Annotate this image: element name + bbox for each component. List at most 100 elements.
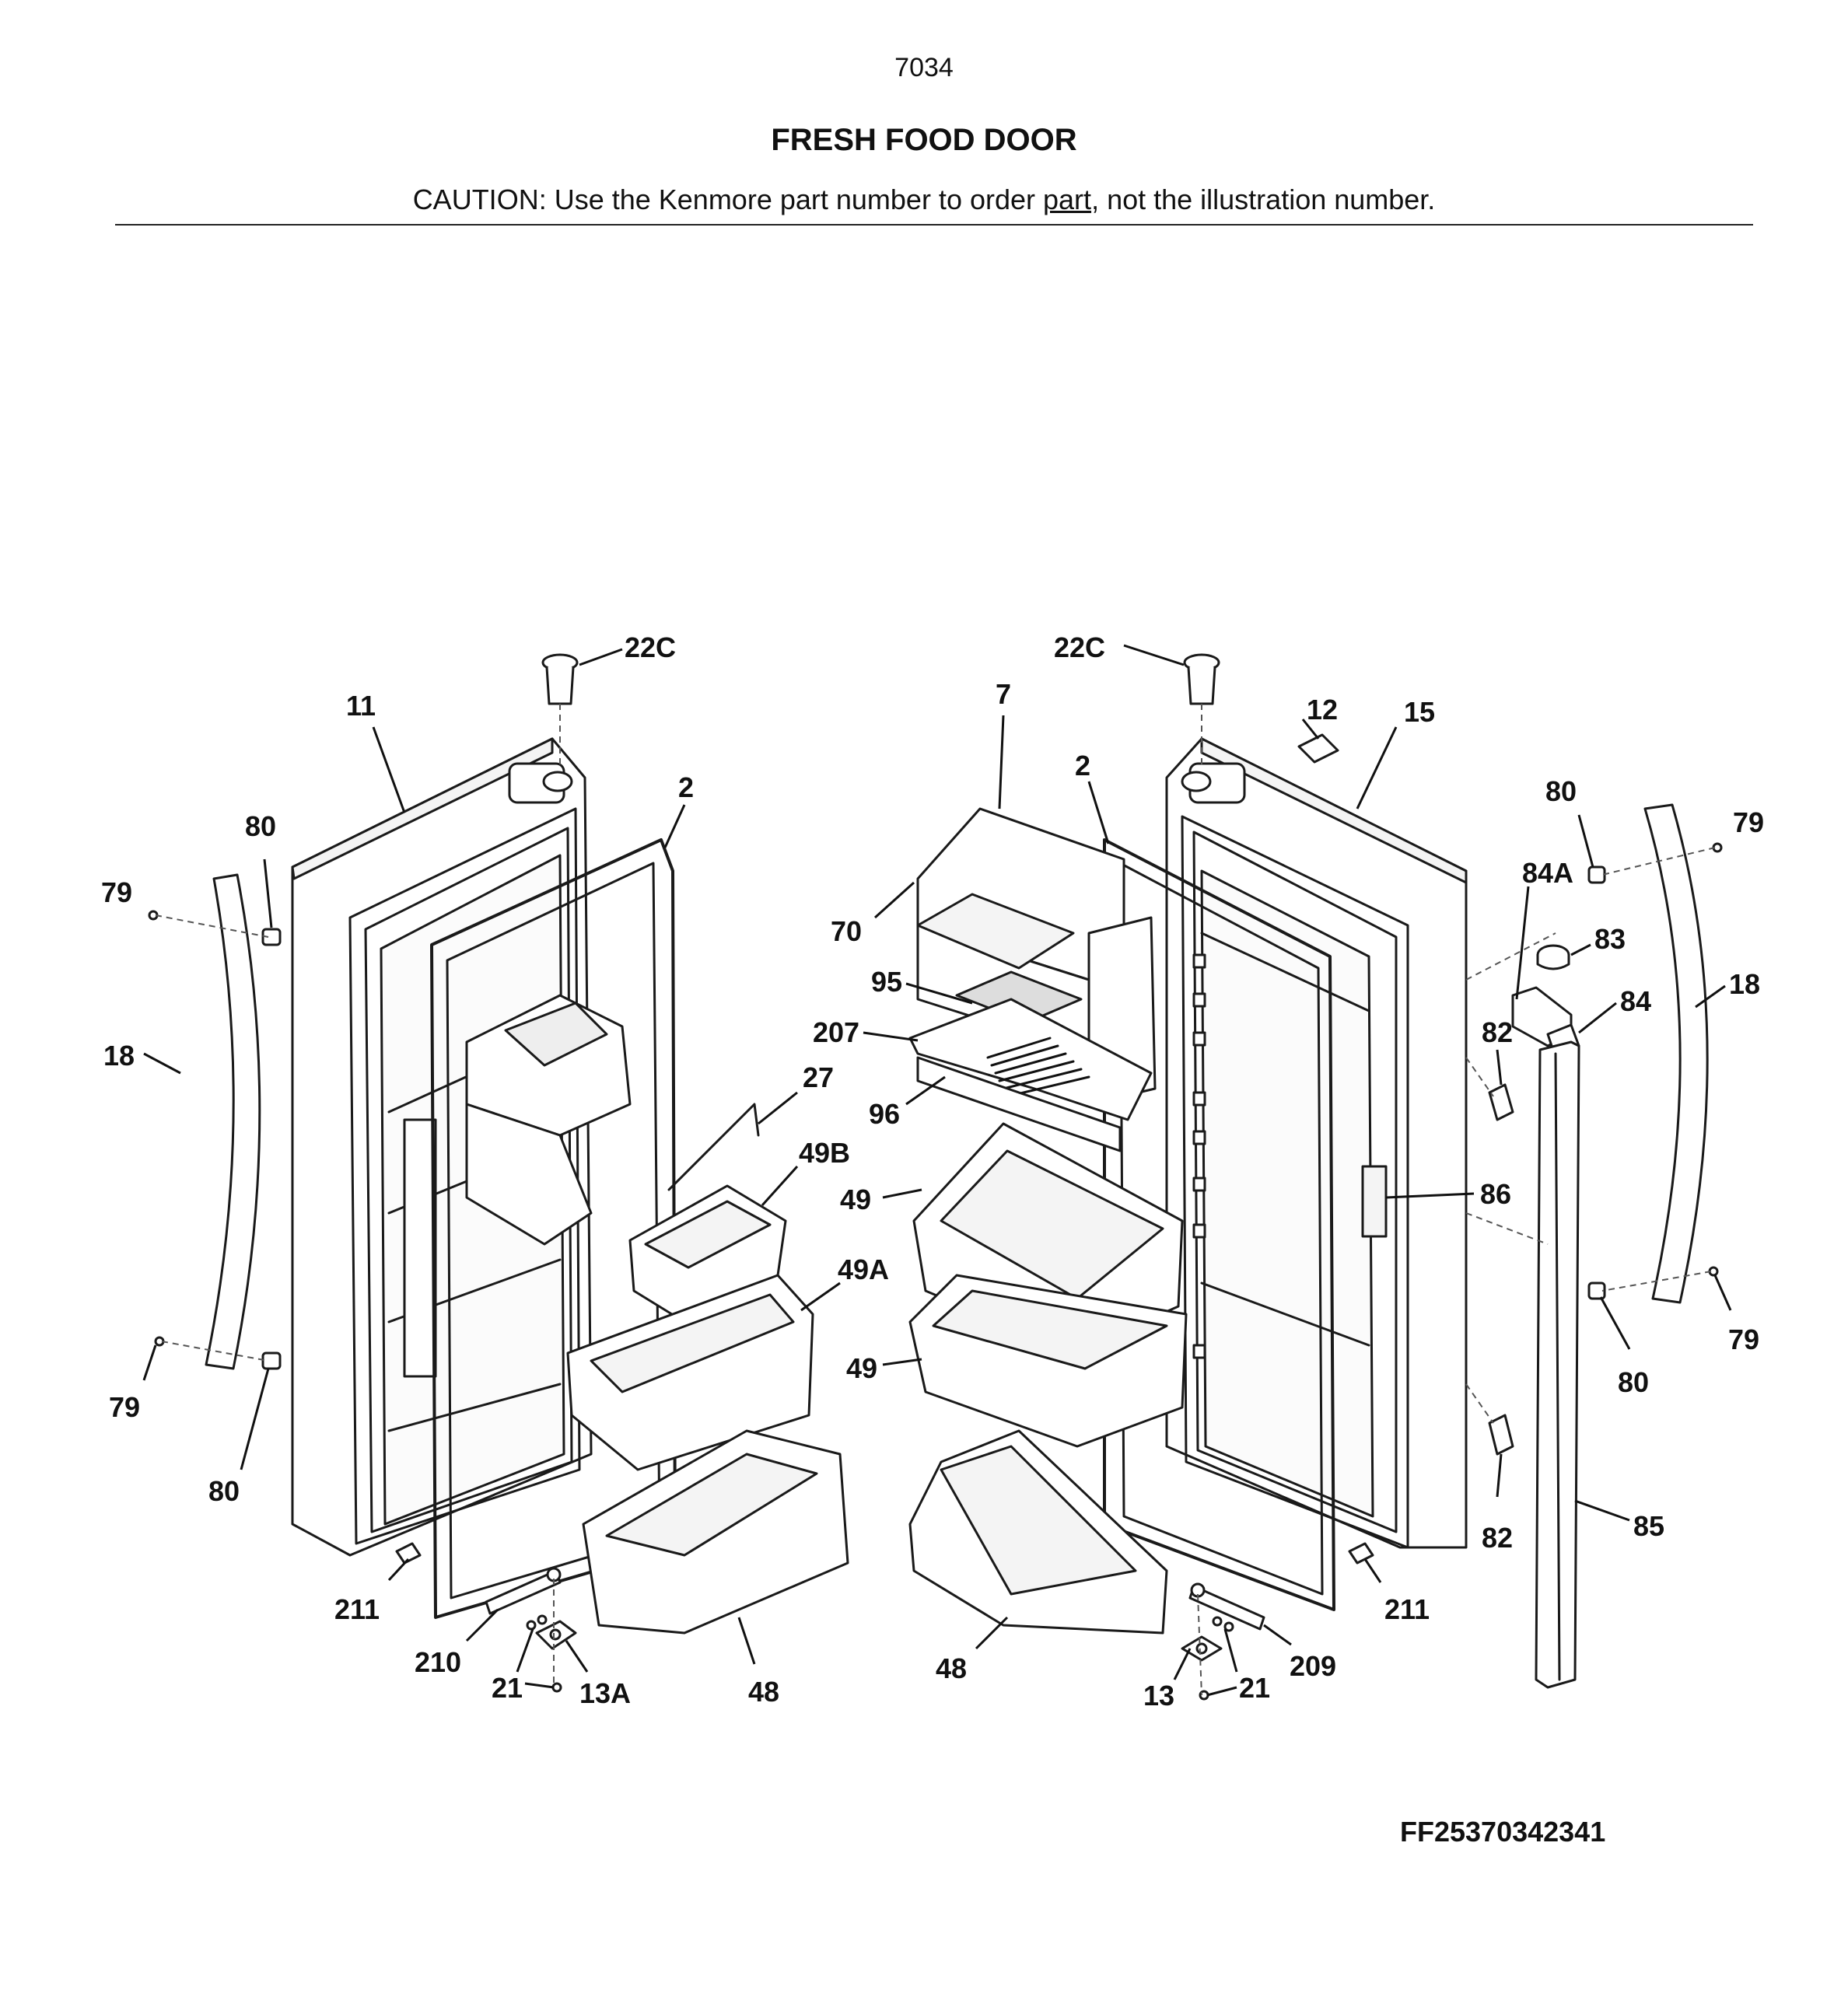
svg-text:49A: 49A bbox=[838, 1253, 889, 1285]
svg-text:79: 79 bbox=[101, 876, 132, 908]
svg-text:209: 209 bbox=[1290, 1650, 1336, 1682]
page-title: FRESH FOOD DOOR bbox=[771, 123, 1077, 157]
callout-2-right: 2 bbox=[1075, 750, 1110, 844]
svg-text:49: 49 bbox=[846, 1352, 877, 1384]
callout-48-left: 48 bbox=[737, 1617, 779, 1708]
alignment-lines bbox=[155, 704, 1716, 1696]
right-hinge-cap bbox=[1183, 653, 1220, 705]
callout-7: 7 bbox=[996, 678, 1011, 809]
header-rule bbox=[115, 224, 1753, 226]
svg-text:18: 18 bbox=[1729, 968, 1760, 1000]
callout-70: 70 bbox=[831, 881, 915, 947]
bin-49a bbox=[566, 1274, 814, 1471]
svg-text:96: 96 bbox=[869, 1098, 900, 1130]
right-hinge-13 bbox=[1181, 1635, 1223, 1662]
callout-83: 83 bbox=[1570, 923, 1626, 956]
callout-82-top: 82 bbox=[1482, 1016, 1513, 1086]
svg-text:70: 70 bbox=[831, 915, 862, 947]
svg-text:21: 21 bbox=[492, 1672, 523, 1704]
callout-210: 210 bbox=[415, 1608, 499, 1678]
bin-48-left bbox=[582, 1429, 849, 1635]
svg-text:7: 7 bbox=[996, 678, 1011, 710]
callout-18-right: 18 bbox=[1695, 968, 1760, 1009]
svg-text:82: 82 bbox=[1482, 1522, 1513, 1554]
svg-text:80: 80 bbox=[245, 810, 276, 842]
callout-27: 27 bbox=[758, 1061, 834, 1125]
svg-text:79: 79 bbox=[1733, 806, 1764, 838]
svg-text:85: 85 bbox=[1633, 1510, 1664, 1542]
callout-211-right: 211 bbox=[1363, 1558, 1430, 1625]
callout-96: 96 bbox=[869, 1075, 946, 1130]
svg-text:210: 210 bbox=[415, 1646, 461, 1678]
label-12 bbox=[1297, 733, 1339, 764]
callout-207: 207 bbox=[813, 1016, 919, 1048]
svg-text:22C: 22C bbox=[625, 631, 676, 663]
figure-id: FF25370342341 bbox=[1400, 1816, 1606, 1848]
svg-text:48: 48 bbox=[748, 1676, 779, 1708]
callout-80-right-bottom: 80 bbox=[1599, 1296, 1649, 1398]
callout-84: 84 bbox=[1578, 985, 1651, 1034]
svg-text:13: 13 bbox=[1143, 1680, 1174, 1712]
svg-text:15: 15 bbox=[1404, 696, 1435, 728]
svg-text:86: 86 bbox=[1480, 1178, 1511, 1210]
page-number: 7034 bbox=[894, 53, 954, 82]
svg-text:22C: 22C bbox=[1054, 631, 1105, 663]
callout-22c-left: 22C bbox=[579, 631, 676, 666]
mullion-flipper-85 bbox=[1535, 1040, 1580, 1689]
callout-79-left-top: 79 bbox=[101, 876, 132, 908]
bin-48-right bbox=[908, 1429, 1168, 1635]
caution-note: CAUTION: Use the Kenmore part number to … bbox=[0, 184, 1848, 216]
svg-text:82: 82 bbox=[1482, 1016, 1513, 1048]
svg-text:13A: 13A bbox=[579, 1677, 631, 1709]
caution-text-end: , not the illustration number. bbox=[1091, 184, 1436, 215]
ice-chute-assembly bbox=[465, 994, 632, 1246]
callout-209: 209 bbox=[1263, 1624, 1336, 1682]
caution-text-start: CAUTION: Use the Kenmore part number to … bbox=[412, 184, 1044, 215]
svg-text:49B: 49B bbox=[799, 1137, 850, 1169]
callout-49-top: 49 bbox=[840, 1184, 922, 1215]
svg-text:79: 79 bbox=[109, 1391, 140, 1423]
shelf-trim-96 bbox=[916, 1056, 1122, 1152]
svg-text:27: 27 bbox=[803, 1061, 834, 1093]
callout-49b: 49B bbox=[761, 1137, 850, 1207]
callout-22c-right: 22C bbox=[1054, 631, 1185, 666]
mullion-guide-82 bbox=[1488, 1083, 1514, 1456]
callout-18-left: 18 bbox=[103, 1040, 181, 1075]
svg-text:12: 12 bbox=[1307, 694, 1338, 726]
callout-84a: 84A bbox=[1515, 857, 1573, 1000]
left-bottom-hinge-210 bbox=[485, 1567, 562, 1615]
callout-79-right-bottom: 79 bbox=[1713, 1274, 1759, 1355]
right-door-stop-211 bbox=[1348, 1542, 1374, 1565]
callout-82-bottom: 82 bbox=[1482, 1453, 1513, 1554]
callout-21-left: 21 bbox=[492, 1628, 555, 1704]
callout-49-bottom: 49 bbox=[846, 1352, 922, 1384]
left-door-stop-211 bbox=[395, 1542, 422, 1565]
svg-text:2: 2 bbox=[678, 771, 694, 803]
left-hinge-cap bbox=[541, 653, 579, 705]
callout-80-left-top: 80 bbox=[245, 810, 276, 928]
shelf-wire-27 bbox=[667, 1103, 760, 1191]
svg-text:84: 84 bbox=[1620, 985, 1651, 1017]
callout-86: 86 bbox=[1385, 1178, 1511, 1210]
right-door-bin-supports bbox=[1192, 953, 1206, 1359]
callout-2-left: 2 bbox=[663, 771, 694, 848]
callout-15: 15 bbox=[1356, 696, 1435, 809]
svg-text:18: 18 bbox=[103, 1040, 135, 1072]
right-handle-screws bbox=[1587, 842, 1723, 1300]
caution-underlined-word: part bbox=[1043, 184, 1092, 215]
right-bottom-hinge-209 bbox=[1188, 1582, 1265, 1631]
svg-text:211: 211 bbox=[1384, 1593, 1430, 1625]
callout-49a: 49A bbox=[800, 1253, 889, 1312]
left-door-handle bbox=[205, 873, 261, 1370]
right-door-liner bbox=[1200, 869, 1374, 1518]
svg-text:11: 11 bbox=[346, 690, 376, 722]
callout-13: 13 bbox=[1143, 1648, 1192, 1712]
callout-211-left: 211 bbox=[334, 1558, 410, 1625]
callout-80-right-top: 80 bbox=[1545, 775, 1594, 868]
callout-79-right-top: 79 bbox=[1733, 806, 1764, 838]
svg-text:83: 83 bbox=[1594, 923, 1626, 955]
dairy-bin-70 bbox=[916, 893, 1075, 970]
mullion-cap-83 bbox=[1536, 944, 1570, 970]
svg-text:48: 48 bbox=[936, 1652, 967, 1684]
svg-text:207: 207 bbox=[813, 1016, 859, 1048]
